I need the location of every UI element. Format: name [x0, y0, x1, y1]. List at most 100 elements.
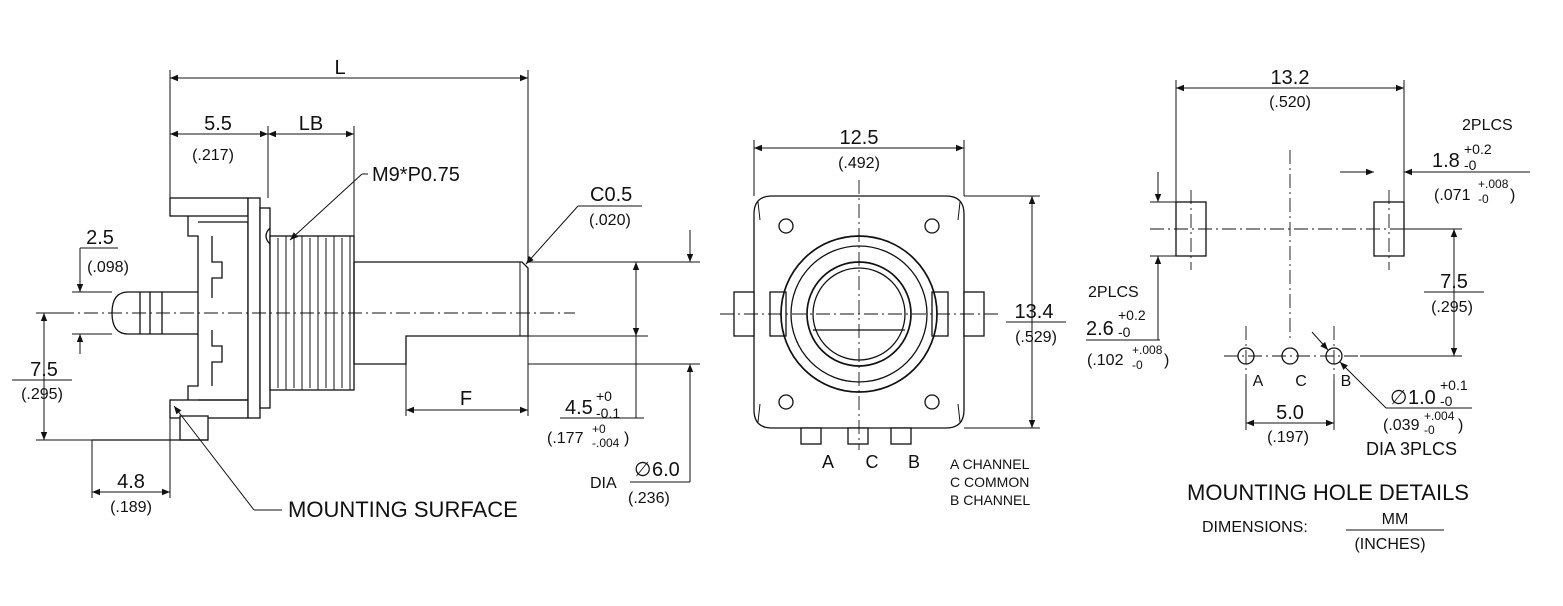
legend-a-channel: A CHANNEL — [950, 456, 1030, 472]
dim-4-5: 4.5 +0 -0.1 (.177 +0 -.004 ) — [528, 261, 700, 450]
dim-2-6-inch-close: ) — [1164, 352, 1169, 369]
dim-4-5-tol-down: -0.1 — [596, 405, 620, 421]
hole-details: 13.2 (.520) 2PLCS 1.8 +0.2 -0 (.071 +.00… — [1086, 67, 1530, 553]
dia-inch: (.236) — [628, 490, 670, 507]
dim-13-4-label: 13.4 — [1015, 301, 1054, 323]
dim-4-5-inch-close: ) — [624, 430, 629, 447]
dim-5-0-inch: (.197) — [1267, 429, 1309, 446]
dim-13-2-inch: (.520) — [1269, 94, 1311, 111]
dim-7-5-hole-label: 7.5 — [1440, 271, 1468, 293]
dim-4-5-tol-up: +0 — [596, 388, 612, 404]
dim-2-6-inch-tol-down: -0 — [1132, 358, 1143, 372]
unit-inches: (INCHES) — [1354, 536, 1425, 553]
chamfer-callout: C0.5 (.020) — [525, 184, 642, 265]
dim-5-5-inch: (.217) — [192, 147, 234, 164]
thread-callout: M9*P0.75 — [289, 164, 460, 241]
dim-1-0-inch: (.039 — [1383, 417, 1420, 434]
dim-2-6-inch: (.102 — [1087, 352, 1124, 369]
dim-12-5-label: 12.5 — [840, 127, 879, 149]
dim-2-6-label: 2.6 — [1086, 318, 1114, 340]
dim-4-5-label: 4.5 — [565, 397, 593, 419]
dim-2-6-inch-tol-up: +.008 — [1132, 343, 1163, 357]
dim-12-5-inch: (.492) — [838, 155, 880, 172]
dim-F-label: F — [460, 388, 472, 410]
hole-details-title: MOUNTING HOLE DETAILS — [1187, 480, 1469, 505]
dim-2-6: 2PLCS 2.6 +0.2 -0 (.102 +.008 -0 ) — [1086, 172, 1176, 372]
plcs-top-label: 2PLCS — [1462, 117, 1513, 134]
dim-1-0-inch-close: ) — [1458, 417, 1463, 434]
dim-LB-label: LB — [299, 113, 323, 135]
dim-13-2-label: 13.2 — [1271, 67, 1310, 89]
thread-label: M9*P0.75 — [372, 164, 460, 186]
hole-labels: A C B — [1253, 373, 1352, 390]
dia-prefix: DIA — [590, 475, 617, 492]
legend-b-channel: B CHANNEL — [950, 492, 1030, 508]
dim-7-5-side-inch: (.295) — [21, 386, 63, 403]
dim-2-5-label: 2.5 — [86, 227, 114, 249]
dim-7-5-side: 7.5 (.295) — [12, 312, 92, 441]
chamfer-inch: (.020) — [589, 212, 631, 229]
dim-1-8-tol-down: -0 — [1464, 157, 1477, 173]
channel-legend: A CHANNEL C COMMON B CHANNEL — [950, 456, 1030, 508]
dim-1-0-label: 1.0 — [1408, 387, 1436, 409]
dim-4-8-label: 4.8 — [117, 471, 145, 493]
dia-3plcs-label: DIA 3PLCS — [1366, 439, 1457, 459]
dim-13-4-inch: (.529) — [1015, 329, 1057, 346]
mounting-surface-label: MOUNTING SURFACE — [288, 497, 518, 522]
dim-5-5-label: 5.5 — [204, 113, 232, 135]
hole-a — [1237, 347, 1255, 365]
threaded-bushing — [266, 228, 354, 391]
side-body — [92, 197, 271, 441]
dim-4-5-inch-tol-down: -.004 — [592, 436, 620, 450]
side-view: L 5.5 (.217) LB M9*P0.75 C0.5 (.020) — [12, 57, 700, 522]
dim-1-8-inch-tol-up: +.008 — [1478, 177, 1509, 191]
dim-1-8-inch-tol-down: -0 — [1478, 192, 1489, 206]
dim-4-8: 4.8 (.189) — [91, 418, 171, 516]
dim-5-0: 5.0 (.197) — [1245, 380, 1335, 446]
legend-c-common: C COMMON — [950, 474, 1029, 490]
hole-b-label: B — [1341, 373, 1352, 390]
dim-dia-6-0: DIA ∅ 6.0 (.236) — [590, 230, 694, 507]
chamfer-label: C0.5 — [590, 184, 632, 206]
dim-1-0-inch-tol-up: +.004 — [1424, 409, 1455, 423]
dim-13-4: 13.4 (.529) — [964, 195, 1066, 429]
dim-F: F — [405, 336, 529, 416]
dia-symbol: ∅ — [634, 459, 651, 481]
dim-4-8-inch: (.189) — [110, 499, 152, 516]
dim-1-8-inch: (.071 — [1434, 187, 1471, 204]
dim-1-8-inch-close: ) — [1510, 187, 1515, 204]
dim-5-0-label: 5.0 — [1276, 402, 1304, 424]
plcs-left-label: 2PLCS — [1088, 284, 1139, 301]
hole-c-label: C — [1295, 373, 1307, 390]
dim-1-0: ∅ 1.0 +0.1 -0 (.039 +.004 -0 ) DIA 3PLCS — [1311, 331, 1472, 459]
hole-a-label: A — [1253, 373, 1264, 390]
dim-12-5: 12.5 (.492) — [753, 127, 965, 196]
dim-13-2: 13.2 (.520) — [1175, 67, 1405, 202]
pin-a-label: A — [822, 452, 834, 472]
dim-7-5-hole-inch: (.295) — [1431, 299, 1473, 316]
dia-value: 6.0 — [652, 459, 680, 481]
dim-1-8: 2PLCS 1.8 +0.2 -0 (.071 +.008 -0 ) — [1340, 117, 1530, 206]
dim-1-0-tol-up: +0.1 — [1440, 377, 1468, 393]
mounting-surface-callout: MOUNTING SURFACE — [173, 405, 518, 522]
dim-L-label: L — [334, 57, 345, 79]
dim-1-0-dia-symbol: ∅ — [1390, 387, 1407, 409]
hole-b — [1325, 347, 1343, 365]
dim-2-5-inch: (.098) — [87, 259, 129, 276]
pin-b-label: B — [908, 452, 920, 472]
dim-4-5-inch: (.177 — [547, 430, 584, 447]
pin-c-label: C — [866, 452, 879, 472]
dim-1-0-tol-down: -0 — [1440, 393, 1453, 409]
dim-2-6-tol-down: -0 — [1118, 324, 1131, 340]
pin-labels: A C B — [822, 452, 920, 472]
dim-7-5-side-label: 7.5 — [30, 359, 58, 381]
unit-mm: MM — [1382, 511, 1409, 528]
dim-5-5-LB: 5.5 (.217) LB — [170, 113, 355, 236]
dim-7-5-hole: 7.5 (.295) — [1360, 228, 1484, 357]
units-note: DIMENSIONS: MM (INCHES) — [1202, 511, 1444, 553]
dim-2-5: 2.5 (.098) — [72, 227, 129, 354]
dim-4-5-inch-tol-up: +0 — [592, 422, 606, 436]
front-view: 12.5 (.492) 13.4 (.529) A C B A CHANNEL … — [720, 127, 1066, 508]
dimensions-label: DIMENSIONS: — [1202, 519, 1308, 536]
